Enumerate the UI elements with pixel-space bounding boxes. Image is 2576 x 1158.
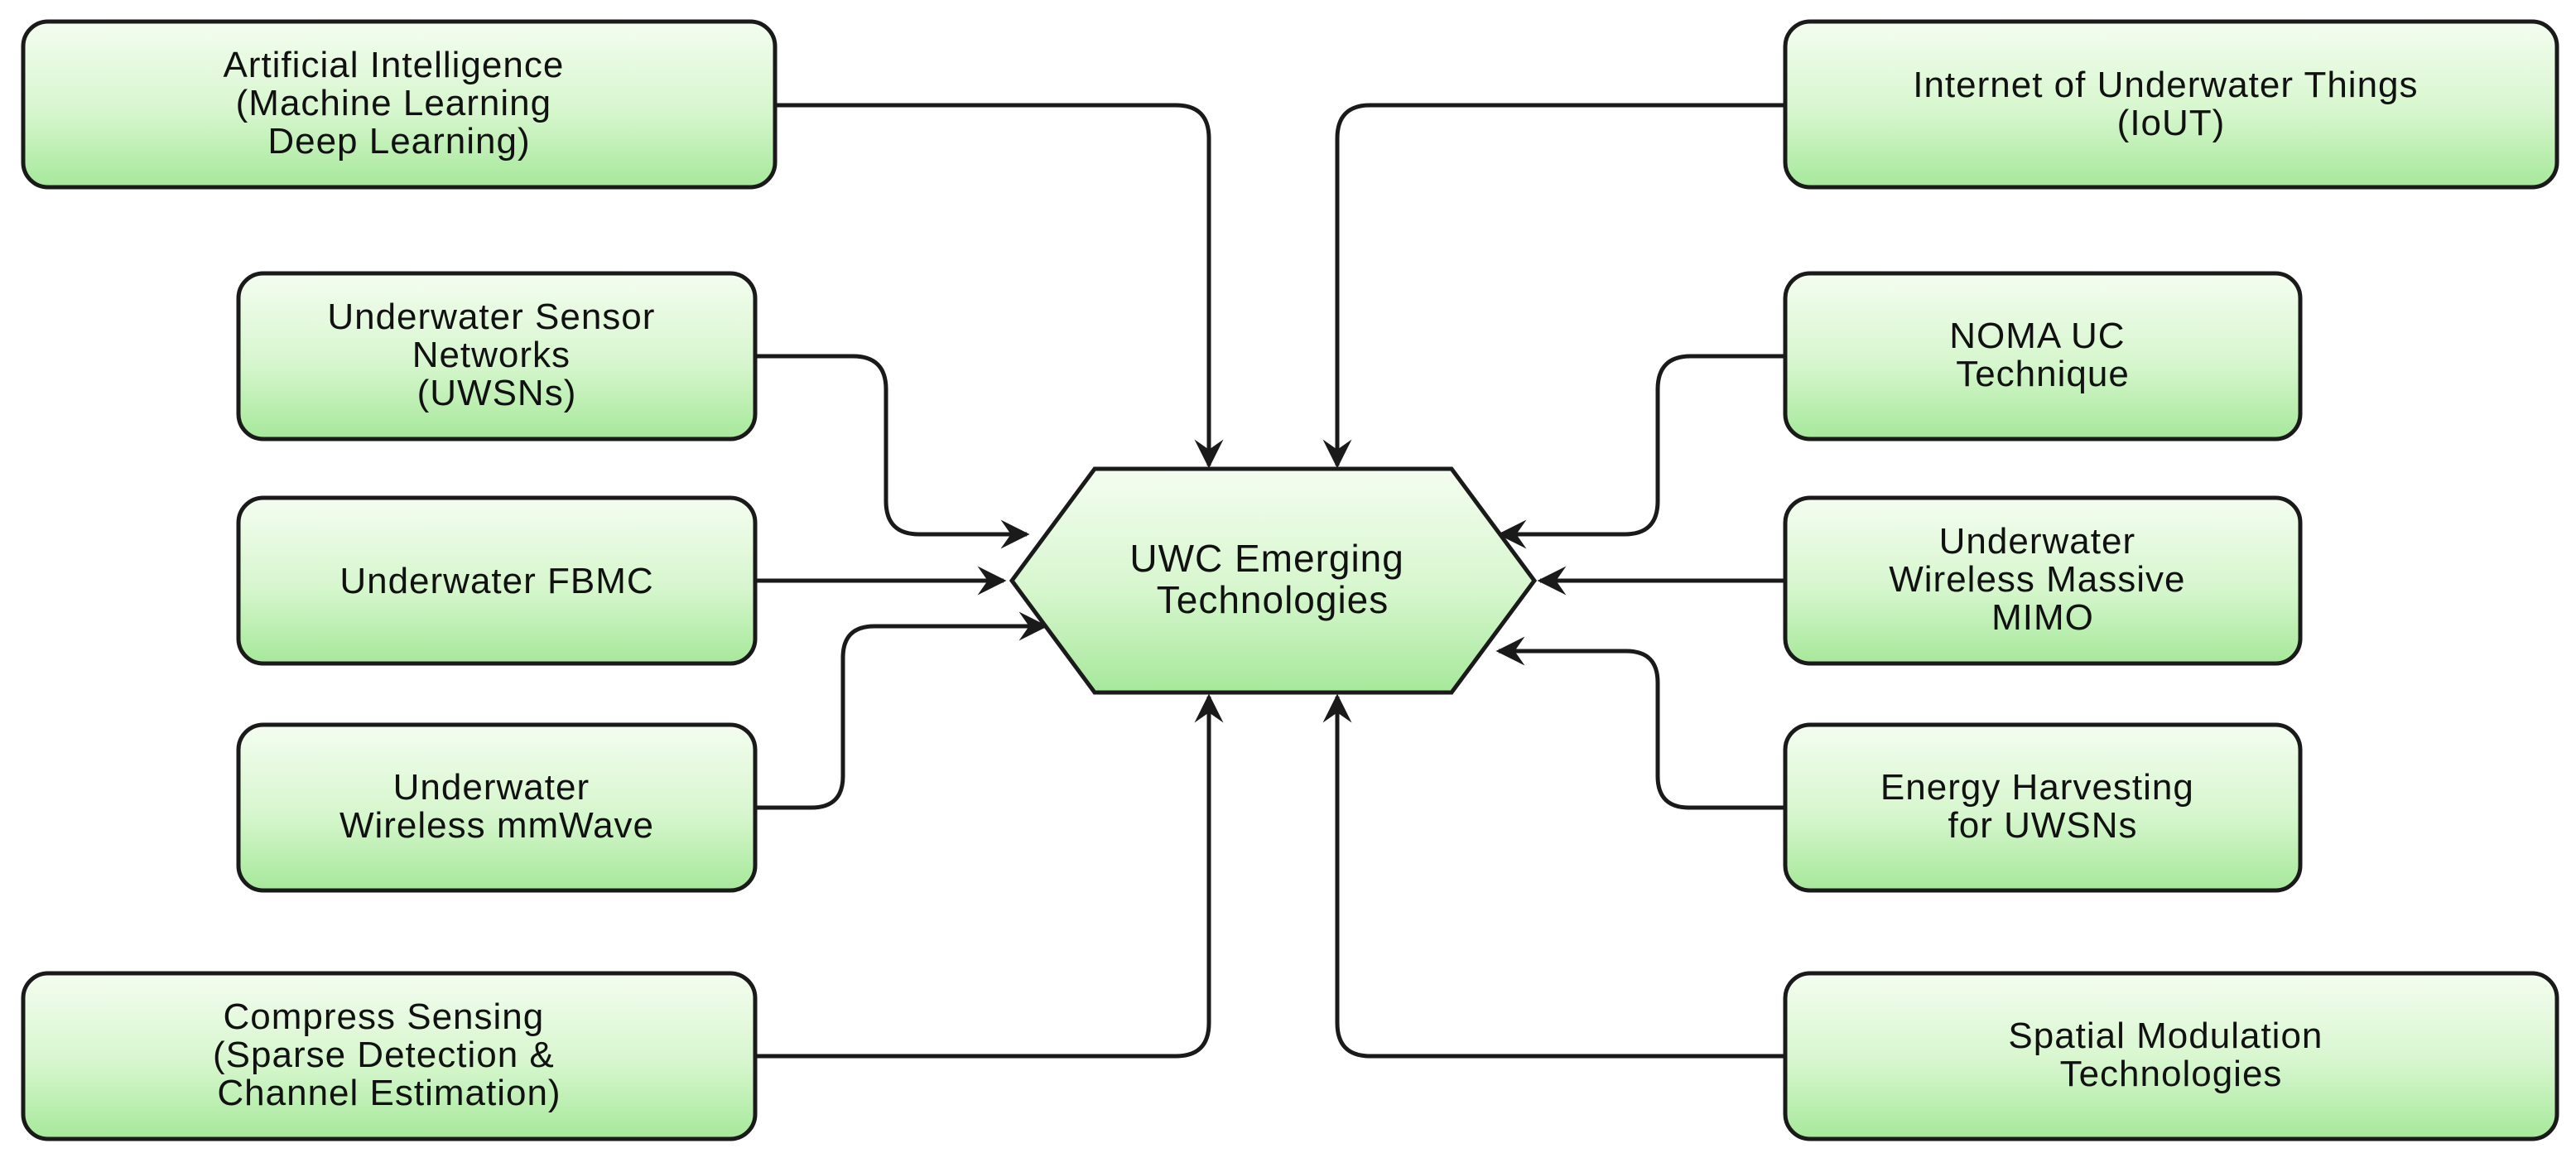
connector-spatial [1322,693,1785,1059]
node-uwsn-line-3: (UWSNs) [417,373,577,413]
node-mimo-line-1: Underwater [1939,521,2135,562]
node-iout: Internet of Underwater Things (IoUT) [1783,19,2559,190]
node-iout-label: Internet of Underwater Things (IoUT) [1913,65,2429,143]
node-cs-label: Compress Sensing (Sparse Detection & Cha… [213,996,566,1113]
node-iout-box [1783,19,2559,190]
node-mimo-line-3: MIMO [1991,597,2094,638]
node-ai-line-2: (Machine Learning [236,83,551,123]
node-energy-label: Energy Harvesting for UWSNs [1880,767,2205,846]
connector-noma [1497,354,1785,549]
hub-hexagon [1009,466,1538,695]
node-fbmc-box [236,495,758,666]
node-mmwave: Underwater Wireless mmWave [236,722,758,893]
connector-iout [1322,103,1785,469]
connectors [755,103,1785,1059]
node-noma-line-1: NOMA UC [1949,316,2125,356]
node-uwsn-line-1: Underwater Sensor [327,297,655,337]
node-spatial-line-2: Technologies [2060,1054,2283,1094]
node-mmwave-label: Underwater Wireless mmWave [339,767,654,846]
node-ai-line-3: Deep Learning) [267,121,530,162]
node-fbmc: Underwater FBMC [236,495,758,666]
node-mmwave-line-1: Underwater [393,767,590,808]
node-mimo-line-2: Wireless Massive [1889,559,2185,600]
node-mmwave-line-2: Wireless mmWave [339,805,654,846]
node-spatial-line-1: Spatial Modulation [2008,1016,2323,1056]
node-ai-line-1: Artificial Intelligence [223,45,564,85]
node-spatial-box [1783,971,2559,1141]
node-iout-line-2: (IoUT) [2117,103,2226,143]
hub-label-line-2: Technologies [1157,578,1389,621]
node-ai: Artificial Intelligence (Machine Learnin… [21,19,778,190]
node-energy-box [1783,722,2303,893]
node-cs-line-1: Compress Sensing [224,996,545,1037]
node-uwsn-label: Underwater Sensor Networks (UWSNs) [327,297,666,413]
node-mmwave-box [236,722,758,893]
hub-node: UWC Emerging Technologies [1009,466,1538,695]
node-ai-box [21,19,778,190]
node-noma-line-2: Technique [1956,354,2130,394]
node-energy-line-1: Energy Harvesting [1880,767,2194,808]
node-mimo: Underwater Wireless Massive MIMO [1783,495,2303,666]
node-cs-line-2: (Sparse Detection & [213,1035,555,1075]
node-noma-box [1783,271,2303,441]
node-fbmc-line-1: Underwater FBMC [339,561,653,601]
node-cs-line-3: Channel Estimation) [217,1073,561,1113]
hub-label: UWC Emerging Technologies [1129,537,1415,621]
node-mimo-box [1783,495,2303,666]
node-iout-line-1: Internet of Underwater Things [1913,65,2418,105]
node-fbmc-label: Underwater FBMC [339,561,653,601]
hub-label-line-1: UWC Emerging [1129,537,1404,580]
connector-ai [775,103,1224,469]
node-energy: Energy Harvesting for UWSNs [1783,722,2303,893]
node-spatial: Spatial Modulation Technologies [1783,971,2559,1141]
node-uwsn: Underwater Sensor Networks (UWSNs) [236,271,758,441]
node-noma-label: NOMA UC Technique [1949,316,2136,394]
node-cs: Compress Sensing (Sparse Detection & Cha… [21,971,758,1141]
node-mimo-label: Underwater Wireless Massive MIMO [1889,521,2197,638]
node-noma: NOMA UC Technique [1783,271,2303,441]
connector-energy [1495,636,1785,810]
node-spatial-label: Spatial Modulation Technologies [2008,1016,2333,1094]
connector-uwsn [755,354,1030,549]
node-uwsn-line-2: Networks [412,335,571,375]
node-energy-line-2: for UWSNs [1948,805,2138,846]
connector-mmwave [755,611,1048,810]
node-ai-label: Artificial Intelligence (Machine Learnin… [223,45,575,162]
node-uwsn-box [236,271,758,441]
node-cs-box [21,971,758,1141]
connector-cs [755,693,1224,1059]
